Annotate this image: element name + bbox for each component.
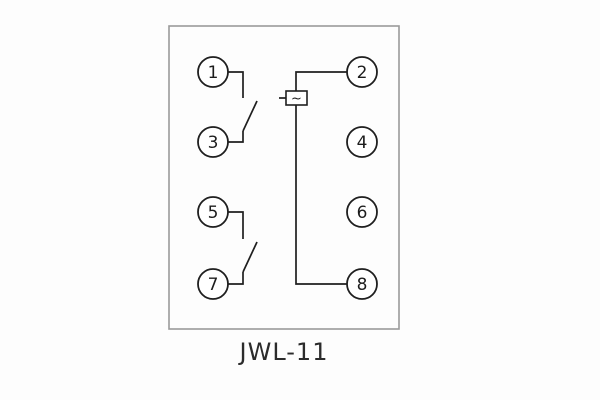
terminal-8-circle bbox=[346, 268, 378, 300]
wire-coil-to-terminal8 bbox=[295, 105, 347, 285]
terminal-1-number: 1 bbox=[208, 63, 219, 83]
wire-terminal1-lead bbox=[228, 71, 244, 98]
terminal-2-number: 2 bbox=[357, 63, 368, 83]
contact-blade-1-3 bbox=[242, 100, 258, 132]
terminal-1: 1 bbox=[197, 56, 229, 88]
coil-box bbox=[285, 90, 308, 106]
terminal-6: 6 bbox=[346, 196, 378, 228]
terminal-8: 8 bbox=[346, 268, 378, 300]
terminal-4-number: 4 bbox=[357, 133, 368, 153]
terminal-1-circle bbox=[197, 56, 229, 88]
terminal-7-number: 7 bbox=[208, 275, 219, 295]
wire-terminal7-lead bbox=[228, 272, 244, 285]
terminal-3-number: 3 bbox=[208, 133, 219, 153]
terminal-3: 3 bbox=[197, 126, 229, 158]
wire-terminal5-lead bbox=[228, 211, 244, 239]
terminal-8-number: 8 bbox=[357, 275, 368, 295]
wire-terminal2-to-coil bbox=[295, 71, 347, 91]
coil-element: ~ bbox=[285, 90, 308, 107]
terminal-4: 4 bbox=[346, 126, 378, 158]
wire-terminal3-lead bbox=[228, 131, 244, 143]
model-label: JWL-11 bbox=[239, 338, 329, 366]
terminal-7-circle bbox=[197, 268, 229, 300]
terminal-5-circle bbox=[197, 196, 229, 228]
enclosure-outline bbox=[168, 25, 400, 330]
terminal-4-circle bbox=[346, 126, 378, 158]
terminal-2-circle bbox=[346, 56, 378, 88]
terminal-5: 5 bbox=[197, 196, 229, 228]
terminal-7: 7 bbox=[197, 268, 229, 300]
coil-symbol: ~ bbox=[291, 92, 302, 107]
terminal-6-circle bbox=[346, 196, 378, 228]
terminal-5-number: 5 bbox=[208, 203, 219, 223]
terminal-2: 2 bbox=[346, 56, 378, 88]
terminal-3-circle bbox=[197, 126, 229, 158]
terminal-6-number: 6 bbox=[357, 203, 368, 223]
contact-blade-5-7 bbox=[242, 241, 258, 273]
